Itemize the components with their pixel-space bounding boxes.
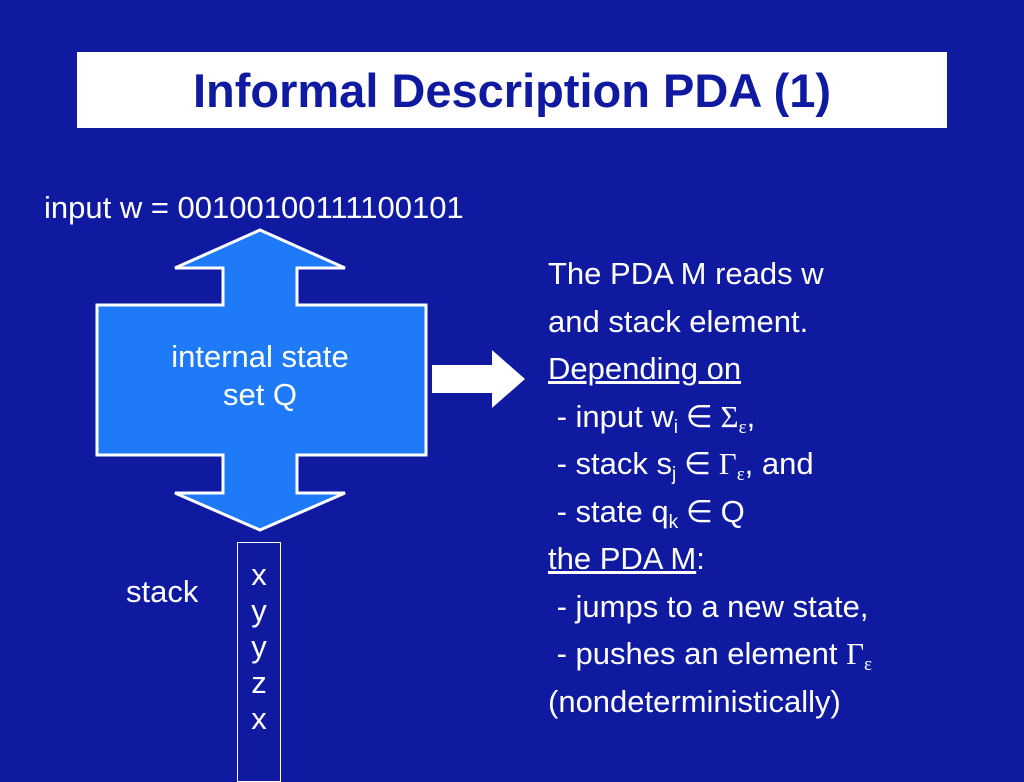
stack-cell: x bbox=[251, 701, 267, 736]
pushes-text: - pushes an element bbox=[548, 636, 847, 671]
state-set-label: internal state set Q bbox=[120, 338, 400, 414]
stack-cell: x bbox=[251, 557, 267, 592]
epsilon-subscript: ε bbox=[738, 416, 747, 438]
desc-line-1: The PDA M reads w bbox=[548, 256, 824, 291]
state-label-line2: set Q bbox=[222, 377, 298, 412]
gamma-symbol: Γ bbox=[846, 636, 865, 671]
sigma-symbol: Σ bbox=[720, 398, 739, 434]
page-title: Informal Description PDA (1) bbox=[192, 63, 832, 117]
state-double-arrow bbox=[95, 228, 428, 532]
input-symbol: - input w bbox=[548, 398, 674, 434]
stack-cell: y bbox=[251, 629, 267, 664]
element-of-symbol: ∈ bbox=[678, 398, 721, 434]
colon: : bbox=[696, 541, 705, 576]
stack-subscript: j bbox=[672, 464, 677, 485]
title-box: Informal Description PDA (1) bbox=[77, 52, 947, 128]
input-word-label: input w = 00100100111100101 bbox=[44, 190, 464, 225]
stack-label: stack bbox=[126, 574, 199, 609]
comma: , bbox=[746, 398, 756, 434]
state-set-q: Q bbox=[720, 493, 745, 529]
element-of-symbol: ∈ bbox=[676, 446, 719, 481]
element-of-symbol: ∈ bbox=[678, 493, 721, 529]
stack-cell: z bbox=[251, 665, 267, 700]
gamma-symbol: Γ bbox=[718, 446, 737, 481]
desc-stack-line: - stack sj ∈ Γε, and bbox=[548, 440, 872, 488]
desc-pushes-line: - pushes an element Γε bbox=[548, 630, 872, 678]
stack-column: x y y z x bbox=[237, 542, 281, 782]
input-subscript: i bbox=[673, 416, 679, 438]
state-symbol: - state q bbox=[548, 493, 669, 529]
desc-line-2: and stack element. bbox=[548, 303, 809, 339]
the-pda-heading: the PDA M bbox=[548, 541, 697, 576]
epsilon-subscript: ε bbox=[736, 464, 745, 485]
depending-on-heading: Depending on bbox=[548, 351, 742, 386]
desc-input-line: - input wi ∈ Σε, bbox=[548, 393, 872, 441]
state-subscript: k bbox=[668, 511, 679, 533]
desc-the-pda-line: the PDA M: bbox=[548, 535, 872, 583]
description-text: The PDA M reads w and stack element. Dep… bbox=[548, 250, 872, 725]
stack-symbol: - stack s bbox=[548, 446, 673, 481]
and-text: , and bbox=[744, 446, 814, 481]
epsilon-subscript: ε bbox=[864, 654, 873, 675]
desc-depending-line: Depending on bbox=[548, 345, 872, 393]
stack-cell: y bbox=[251, 593, 267, 628]
desc-nondet-line: (nondeterministically) bbox=[548, 683, 841, 719]
desc-jumps-line: - jumps to a new state, bbox=[548, 588, 869, 624]
right-arrow bbox=[432, 350, 525, 408]
desc-state-line: - state qk ∈ Q bbox=[548, 488, 872, 536]
state-label-line1: internal state bbox=[171, 339, 349, 374]
